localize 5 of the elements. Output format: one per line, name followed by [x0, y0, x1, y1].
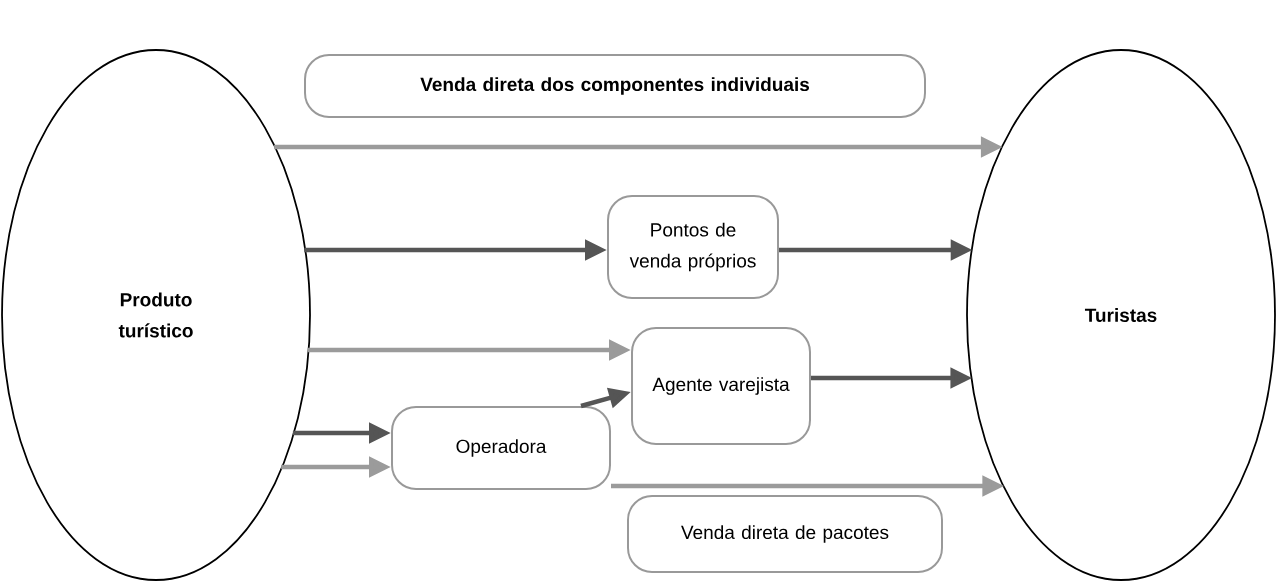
rounded-box: Venda direta de pacotes — [627, 495, 943, 573]
rounded-box: Operadora — [391, 406, 611, 490]
rounded-box: Venda direta dos componentes individuais — [304, 54, 926, 118]
rounded-box: Pontos de venda próprios — [607, 195, 779, 299]
rounded-box: Agente varejista — [631, 327, 811, 445]
